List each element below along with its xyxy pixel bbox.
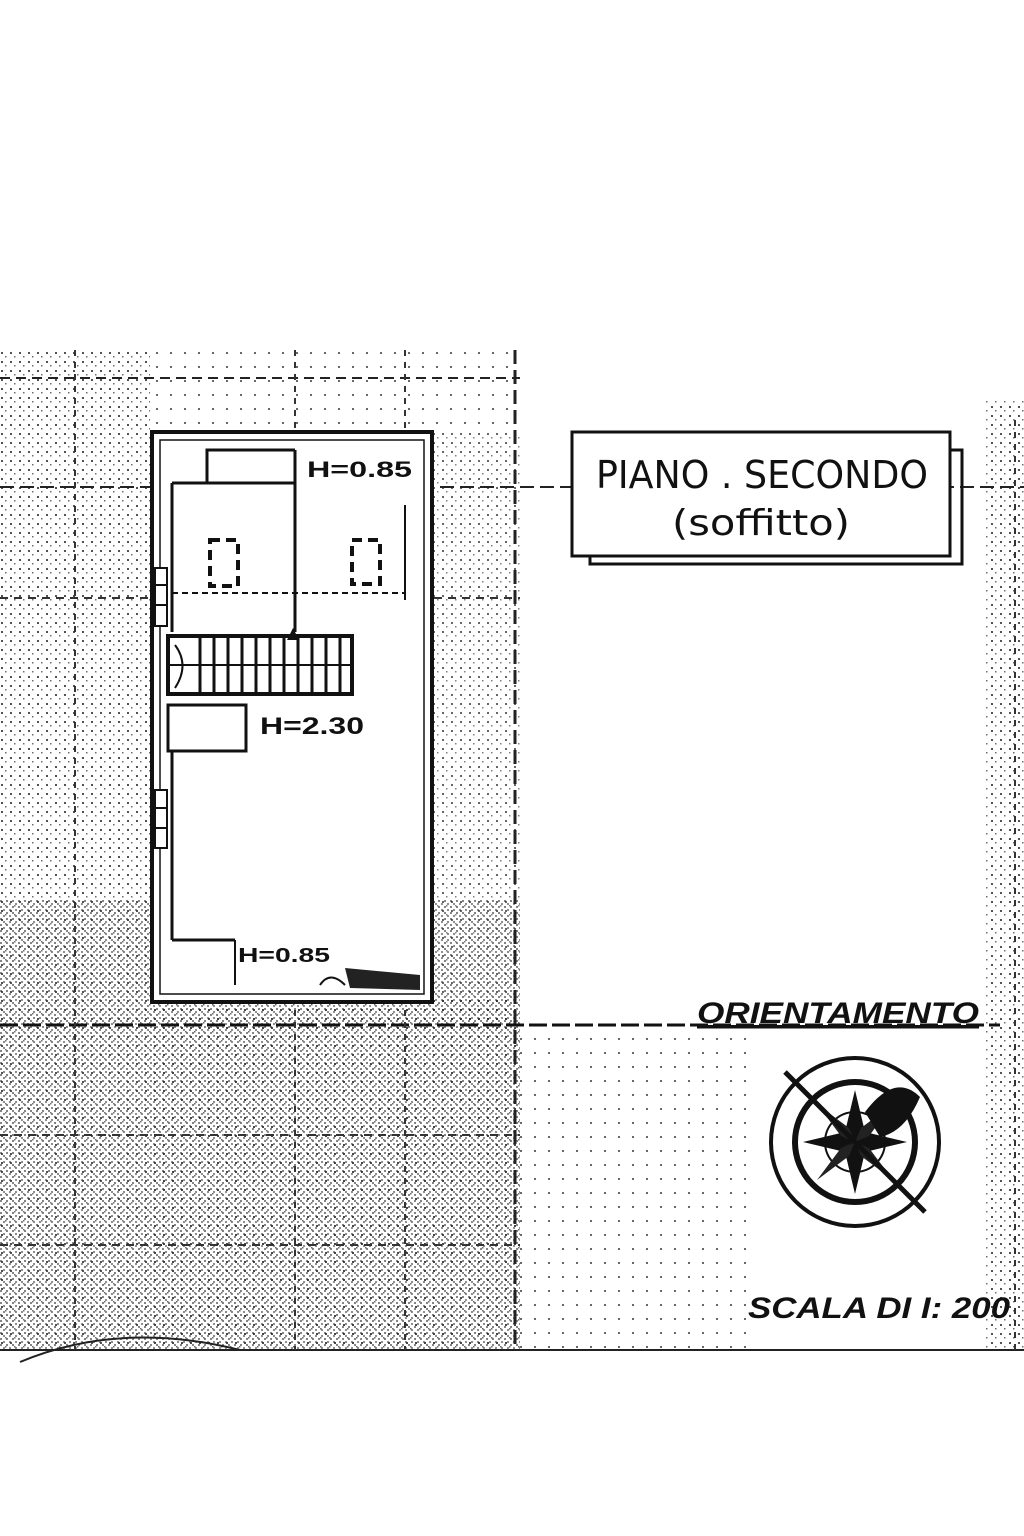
- title-line-1: PIANO . SECONDO: [596, 453, 928, 497]
- height-label-landing: H=2.30: [260, 713, 364, 740]
- scale-label: SCALA DI I: 200: [748, 1292, 1010, 1325]
- staircase: [166, 628, 354, 696]
- title-block: PIANO . SECONDO (soffitto): [570, 430, 964, 566]
- arc-fragment: [19, 1336, 241, 1363]
- height-label-top: H=0.85: [307, 457, 412, 482]
- height-label-bottom: H=0.85: [238, 945, 330, 967]
- compass-rose-icon: [769, 1056, 941, 1228]
- title-line-2: (soffitto): [672, 503, 850, 544]
- orientation-label: ORIENTAMENTO: [697, 997, 979, 1030]
- floor-plan: [150, 430, 434, 1004]
